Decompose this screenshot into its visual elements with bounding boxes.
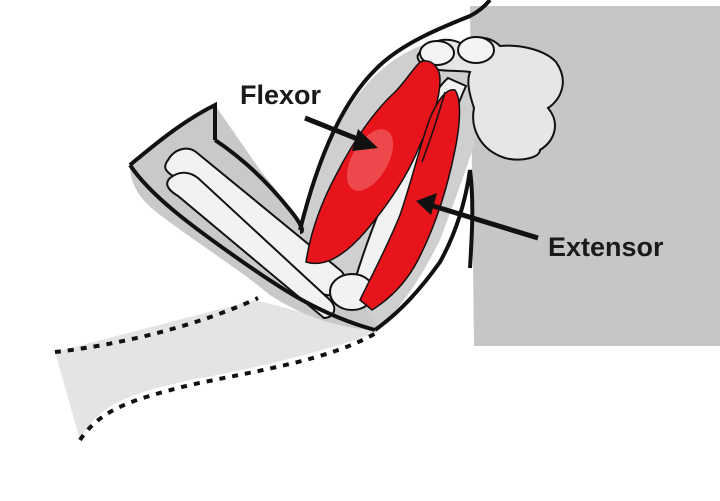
upper-arm-outline bbox=[298, 0, 492, 231]
forearm-outline-top bbox=[128, 101, 217, 167]
shoulder-bones bbox=[416, 36, 564, 161]
forearm-alternate-position-fill bbox=[55, 300, 378, 440]
forearm-outline-inner bbox=[213, 138, 304, 234]
extensor-muscle bbox=[359, 89, 461, 311]
flexor-muscle-highlight bbox=[346, 129, 394, 191]
extensor-arrow-head bbox=[416, 193, 437, 215]
forearm-alternate-position-outline-bottom bbox=[78, 330, 380, 442]
extensor-muscle-tendon bbox=[421, 91, 446, 163]
ulna-bone bbox=[166, 171, 336, 320]
forearm-outline-bottom bbox=[128, 163, 376, 332]
flexor-label: Flexor bbox=[240, 80, 322, 110]
shoulder-bone-knob-1 bbox=[419, 40, 455, 66]
flexor-arrow-line bbox=[304, 115, 366, 145]
shoulder-bone-knob-2 bbox=[457, 36, 495, 64]
extensor-arrow-line bbox=[429, 202, 539, 241]
extensor-label: Extensor bbox=[548, 232, 664, 262]
flexor-arrow-head bbox=[352, 129, 378, 151]
forearm-alternate-position-outline-top bbox=[54, 296, 259, 354]
